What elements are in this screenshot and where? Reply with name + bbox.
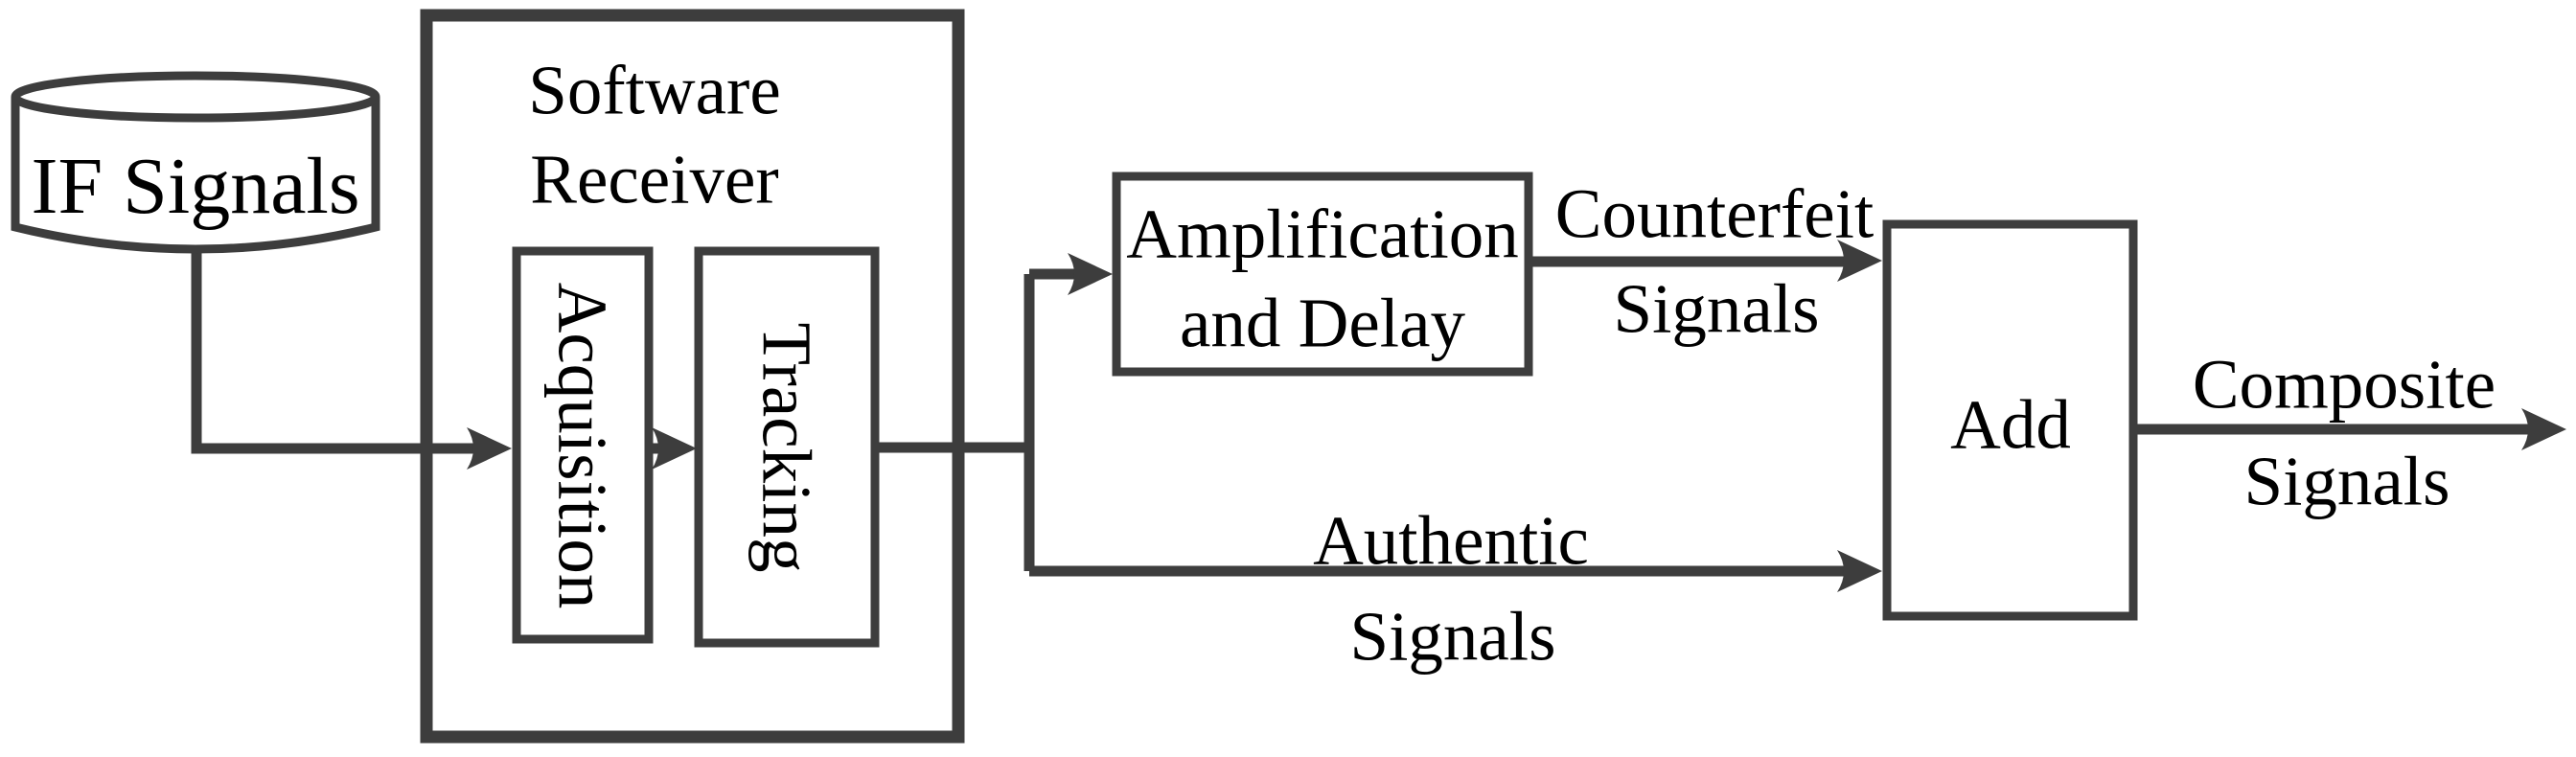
software-receiver-label-line2: Receiver xyxy=(530,141,779,218)
counterfeit-signals-label-line1: Counterfeit xyxy=(1554,174,1874,253)
authentic-signals-label-line1: Authentic xyxy=(1313,501,1589,580)
arrowhead-into-acquisition xyxy=(467,427,512,470)
software-receiver-box xyxy=(420,9,965,744)
arrowhead-into-amplification xyxy=(1068,253,1113,295)
arrowhead-authentic-into-add xyxy=(1837,550,1882,592)
if-signals-label: IF Signals xyxy=(31,142,360,231)
add-box xyxy=(1882,219,2138,621)
tracking-label: Tracking xyxy=(748,322,826,573)
connector-if-to-acquisition xyxy=(191,244,494,454)
add-label: Add xyxy=(1950,385,2071,464)
composite-signals-label-line2: Signals xyxy=(2243,442,2450,520)
counterfeit-signals-label-line2: Signals xyxy=(1613,269,1820,348)
software-receiver-label-line1: Software xyxy=(528,51,781,129)
amplification-label-line2: and Delay xyxy=(1180,285,1465,362)
tracking-box xyxy=(694,246,880,648)
acquisition-box xyxy=(512,246,654,644)
amplification-label: Amplification and Delay xyxy=(1126,190,1519,369)
amplification-label-line1: Amplification xyxy=(1126,195,1519,273)
composite-signals-label-line1: Composite xyxy=(2192,345,2496,424)
arrowhead-into-tracking xyxy=(652,427,697,470)
if-signals-cylinder-body xyxy=(11,97,380,254)
amplification-box xyxy=(1112,172,1533,377)
acquisition-label: Acquisition xyxy=(543,282,622,609)
authentic-signals-label-line2: Signals xyxy=(1349,597,1556,676)
arrowhead-composite-output xyxy=(2521,408,2566,450)
if-signals-cylinder-top xyxy=(11,71,380,123)
software-receiver-label: Software Receiver xyxy=(528,46,781,225)
